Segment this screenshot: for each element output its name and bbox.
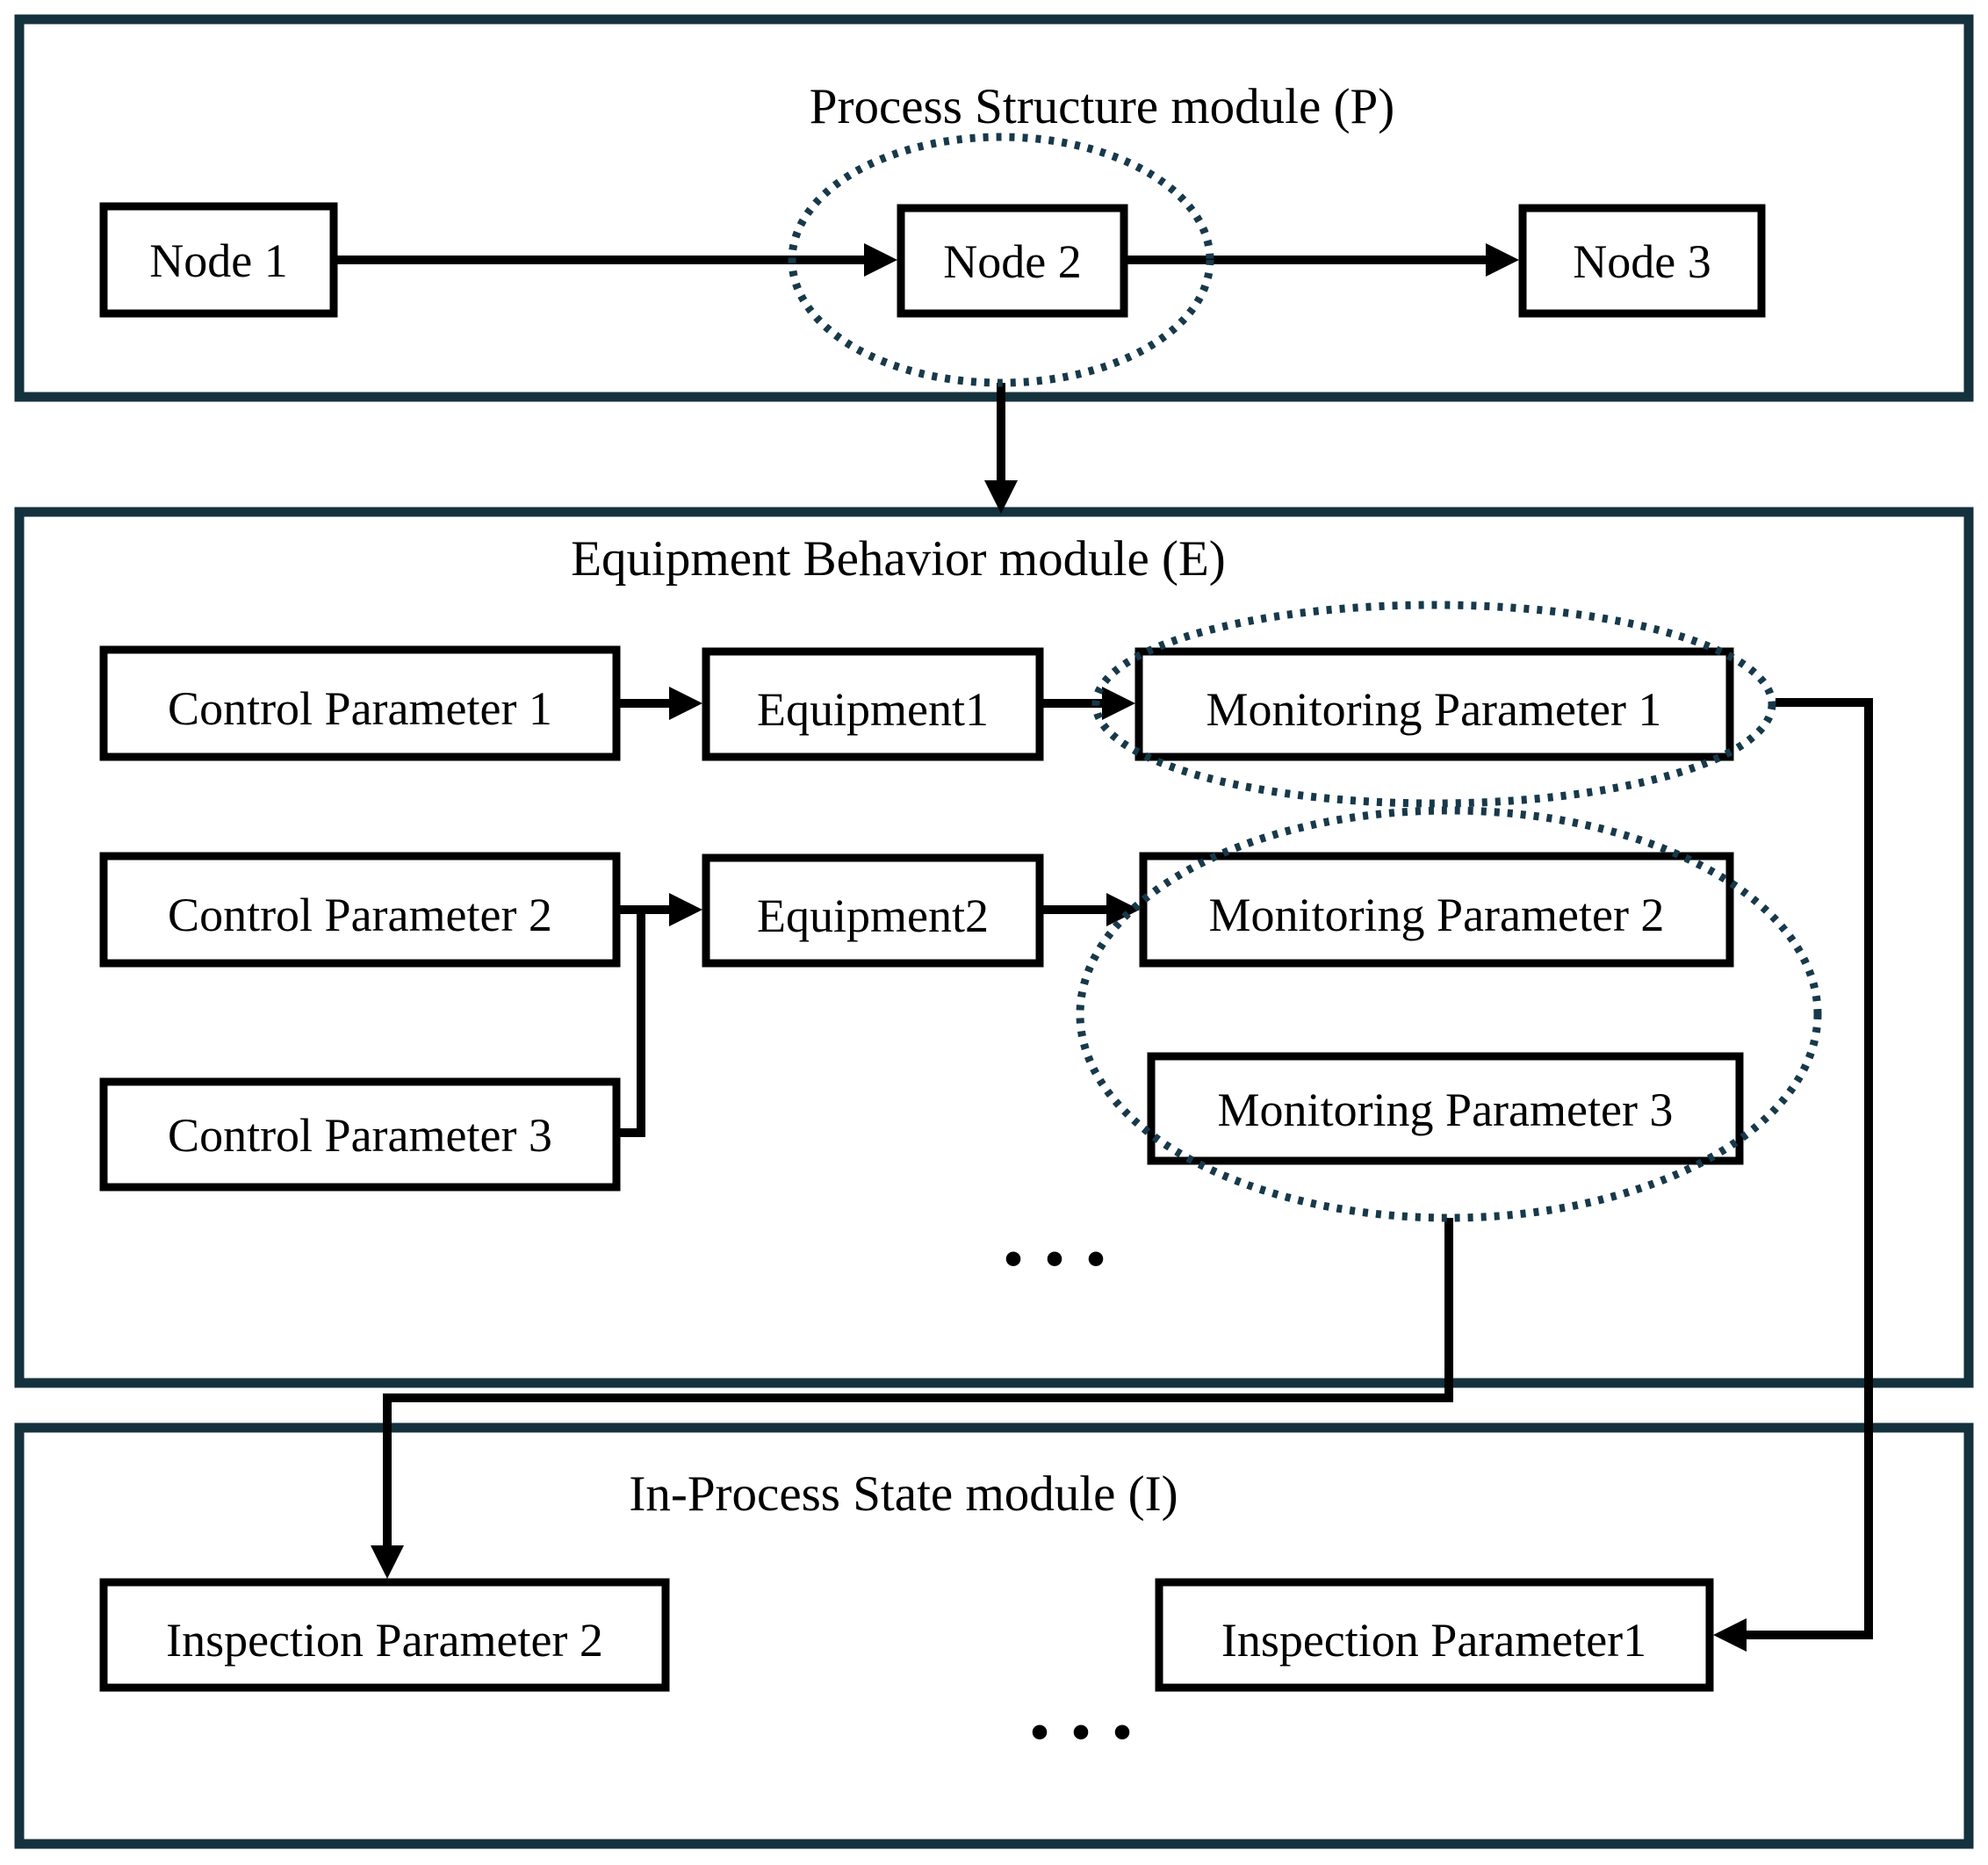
node3-box: Node 3 bbox=[1518, 204, 1766, 318]
box bbox=[99, 645, 621, 761]
arrow-equipment2-to-monitoring2 bbox=[1040, 893, 1140, 926]
control-parameter1-label: Control Parameter 1 bbox=[168, 682, 552, 735]
arrow-node2-to-node3 bbox=[1124, 243, 1519, 277]
box bbox=[897, 204, 1128, 318]
box bbox=[1139, 852, 1734, 968]
node3-label: Node 3 bbox=[1573, 235, 1711, 288]
equipment1-box: Equipment1 bbox=[702, 647, 1044, 761]
box bbox=[1518, 204, 1766, 318]
node2-box: Node 2 bbox=[897, 204, 1128, 318]
arrow-equipment1-to-monitoring1 bbox=[1040, 687, 1135, 720]
arrowhead-icon bbox=[371, 1545, 404, 1579]
equipment-module-ellipsis: ... bbox=[998, 1156, 1122, 1292]
box bbox=[702, 853, 1044, 968]
arrowhead-icon bbox=[1486, 243, 1519, 277]
monitoring-parameter1-box: Monitoring Parameter 1 bbox=[1134, 647, 1734, 761]
arrowhead-icon bbox=[1106, 893, 1140, 926]
monitoring-parameter3-box: Monitoring Parameter 3 bbox=[1147, 1052, 1744, 1165]
connector-monitoringgroup-to-inspection2 bbox=[371, 1218, 1453, 1579]
arrow-control1-to-equipment1 bbox=[615, 687, 702, 720]
inspection-parameter2-box: Inspection Parameter 2 bbox=[99, 1578, 670, 1692]
arrow-control2-to-equipment2 bbox=[615, 893, 702, 926]
arrow-process-to-equipment bbox=[984, 383, 1018, 514]
connector-path bbox=[1747, 698, 1873, 1639]
box bbox=[702, 647, 1044, 761]
connector-monitoring1-to-inspection1 bbox=[1713, 698, 1873, 1652]
highlight-ellipse-node2 bbox=[788, 133, 1214, 387]
box bbox=[99, 852, 621, 968]
highlight-ellipse-monitoring2-3 bbox=[1076, 806, 1822, 1222]
control-parameter2-box: Control Parameter 2 bbox=[99, 852, 621, 968]
node1-label: Node 1 bbox=[149, 234, 287, 287]
arrowhead-icon bbox=[669, 893, 702, 926]
control-parameter3-box: Control Parameter 3 bbox=[99, 1077, 621, 1192]
inspection-parameter2-label: Inspection Parameter 2 bbox=[166, 1614, 603, 1667]
inspection-parameter1-box: Inspection Parameter1 bbox=[1155, 1578, 1714, 1692]
box bbox=[1155, 1578, 1714, 1692]
monitoring-parameter3-label: Monitoring Parameter 3 bbox=[1218, 1084, 1674, 1136]
equipment2-box: Equipment2 bbox=[702, 853, 1044, 968]
box bbox=[1147, 1052, 1744, 1165]
equipment1-label: Equipment1 bbox=[757, 683, 989, 736]
arrowhead-icon bbox=[1713, 1618, 1747, 1652]
connector-control3-to-equipment2 bbox=[615, 910, 645, 1137]
inspection-parameter1-label: Inspection Parameter1 bbox=[1221, 1614, 1646, 1667]
connector-path bbox=[383, 1218, 1453, 1547]
control-parameter1-box: Control Parameter 1 bbox=[99, 645, 621, 761]
monitoring-parameter2-label: Monitoring Parameter 2 bbox=[1209, 889, 1665, 941]
inprocess-module-title: In-Process State module (I) bbox=[629, 1466, 1178, 1522]
node2-label: Node 2 bbox=[943, 235, 1081, 288]
equipment-module-frame bbox=[14, 507, 1974, 1388]
monitoring-parameter1-label: Monitoring Parameter 1 bbox=[1206, 683, 1662, 736]
box bbox=[99, 202, 338, 318]
control-parameter3-label: Control Parameter 3 bbox=[168, 1109, 552, 1162]
equipment-module-title: Equipment Behavior module (E) bbox=[571, 531, 1226, 587]
box bbox=[1134, 647, 1734, 761]
process-module-frame bbox=[14, 14, 1974, 402]
process-module-title: Process Structure module (P) bbox=[810, 79, 1394, 134]
arrowhead-icon bbox=[864, 243, 897, 277]
box bbox=[99, 1578, 670, 1692]
inprocess-module-ellipsis: ... bbox=[1025, 1629, 1149, 1765]
box bbox=[99, 1077, 621, 1192]
control-parameter2-label: Control Parameter 2 bbox=[168, 889, 552, 941]
arrowhead-icon bbox=[1102, 687, 1135, 720]
inprocess-module-frame bbox=[14, 1422, 1974, 1849]
arrowhead-icon bbox=[984, 480, 1018, 514]
arrowhead-icon bbox=[669, 687, 702, 720]
node1-box: Node 1 bbox=[99, 202, 338, 318]
highlight-ellipse-monitoring1 bbox=[1091, 601, 1776, 808]
equipment2-label: Equipment2 bbox=[757, 889, 989, 942]
monitoring-parameter2-box: Monitoring Parameter 2 bbox=[1139, 852, 1734, 968]
arrow-node1-to-node2 bbox=[334, 243, 897, 277]
